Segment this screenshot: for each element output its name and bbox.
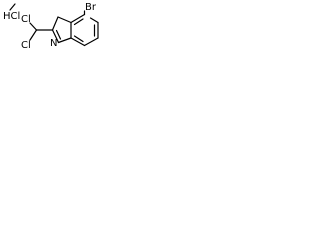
upper-chlorine-label: Cl	[21, 14, 31, 25]
lower-chlorine-label: Cl	[21, 40, 31, 51]
imidazole-ring	[51, 16, 72, 44]
bromine-label: Br	[85, 2, 97, 13]
upper-chlorine-bond	[29, 22, 38, 31]
hcl-label: HCl	[3, 11, 20, 22]
pyridine-ring	[70, 13, 99, 47]
chemical-structure: HCl N Br Cl Cl	[3, 2, 99, 51]
hcl-bond	[9, 3, 16, 11]
lower-chlorine-bond	[29, 29, 38, 41]
ring-nitrogen-label: N	[50, 38, 57, 49]
